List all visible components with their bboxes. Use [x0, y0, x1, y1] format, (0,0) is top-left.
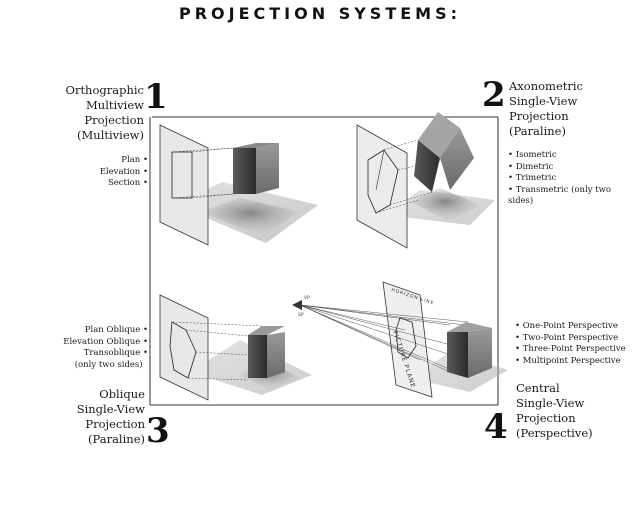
quadrant-1-bullets: Plan Elevation Section	[68, 155, 148, 190]
station-point-label: SP	[298, 313, 304, 318]
quadrant-1-number: 1	[144, 77, 168, 117]
quadrant-2-number: 2	[482, 75, 506, 115]
page-title: PROJECTION SYSTEMS:	[178, 4, 462, 23]
quadrant-3-label: Oblique Single-View Projection (Paraline…	[76, 387, 145, 446]
picture-plane	[159, 294, 209, 401]
cube-side	[267, 332, 285, 378]
vanishing-point-label: VP	[304, 296, 310, 301]
orthographic-drawing	[159, 124, 318, 246]
cube-front	[233, 148, 256, 194]
cube-front	[447, 332, 468, 378]
projector-lines	[171, 147, 234, 199]
cube-top	[248, 326, 285, 335]
quadrant-4-number: 4	[484, 407, 508, 447]
quadrant-1-label: Orthographic Multiview Projection (Multi…	[65, 83, 144, 142]
quadrant-3-bullets: Plan Oblique Elevation Oblique Transobli…	[20, 325, 148, 371]
cube-side	[256, 143, 279, 194]
cube-light-face	[440, 128, 474, 190]
quadrant-3-number: 3	[146, 411, 170, 451]
cube-front	[248, 335, 267, 378]
quadrant-4-bullets: One-Point Perspective Two-Point Perspect…	[515, 321, 640, 367]
oblique-drawing	[159, 294, 312, 401]
projector-lines	[171, 321, 263, 381]
picture-plane	[159, 124, 209, 246]
axonometric-drawing	[356, 112, 495, 249]
quadrant-2-label: Axonometric Single-View Projection (Para…	[509, 79, 583, 138]
cube-top	[447, 322, 492, 332]
perspective-drawing	[292, 281, 508, 398]
quadrant-2-bullets: Isometric Dimetric Trimetric Transmetric…	[508, 150, 638, 208]
projected-cube	[395, 317, 417, 359]
picture-plane	[382, 281, 433, 398]
station-point-eye-icon	[292, 300, 302, 310]
quadrant-4-label: Central Single-View Projection (Perspect…	[516, 381, 593, 440]
projected-square	[171, 151, 193, 199]
ground-shadow	[200, 198, 300, 236]
cube-dark-face	[414, 140, 440, 192]
cube-top	[233, 143, 279, 148]
picture-plane	[356, 124, 408, 249]
ground-shadow	[410, 188, 480, 222]
cube-top-face	[418, 112, 460, 158]
cube-side	[468, 328, 492, 378]
